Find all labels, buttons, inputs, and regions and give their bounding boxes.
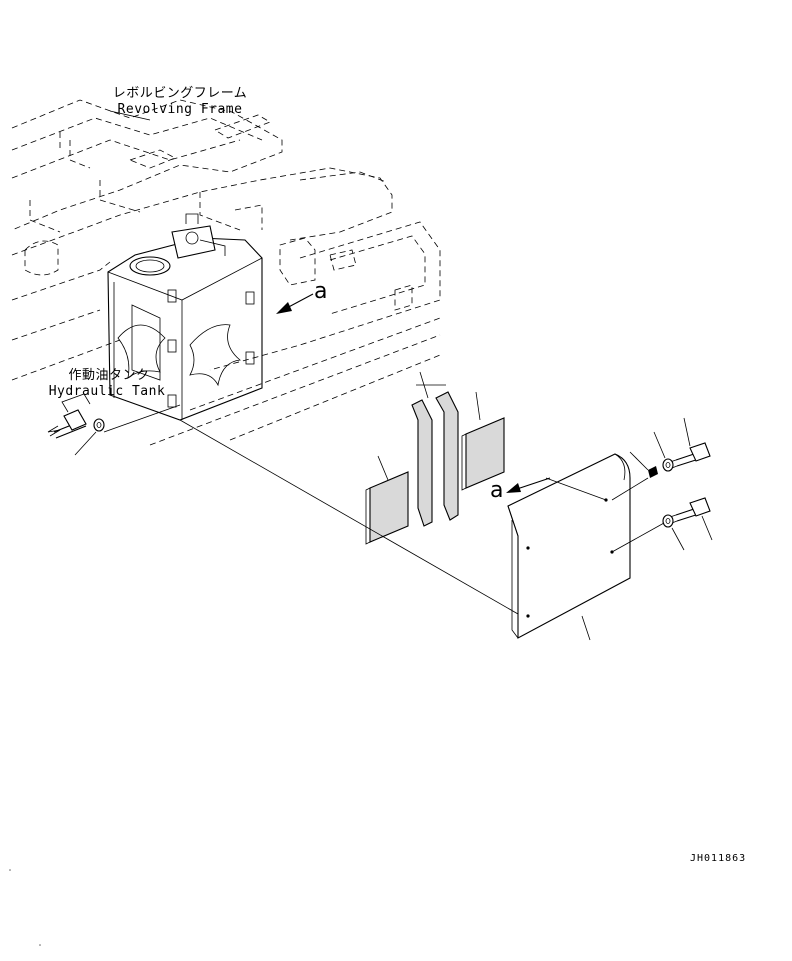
leader-lines xyxy=(47,110,713,641)
drawing-number: JH011863 xyxy=(690,853,747,864)
assembly-lines xyxy=(103,404,665,615)
cover-washer-lower xyxy=(662,514,674,528)
scan-marks xyxy=(9,869,41,946)
cover-bolt-lower xyxy=(669,497,711,524)
pad-right xyxy=(461,417,505,491)
hydraulic-tank xyxy=(107,213,263,421)
tank-washer xyxy=(93,418,105,432)
cover-nut-upper xyxy=(648,466,658,478)
pad-left xyxy=(365,471,409,545)
cover-bolt-upper xyxy=(669,442,711,469)
view-marker-a-frame: a xyxy=(314,279,328,304)
hydraulic-tank-label-jp: 作動油タンク xyxy=(68,368,150,383)
tank-bolt xyxy=(47,393,91,439)
hydraulic-tank-label-en: Hydraulic Tank xyxy=(48,384,166,399)
view-arrow-cover xyxy=(506,477,551,493)
revolving-frame-label-jp: レボルビングフレーム xyxy=(112,86,248,101)
view-arrow-frame xyxy=(276,293,314,314)
strip-left xyxy=(411,399,433,527)
revolving-frame-outline xyxy=(11,99,441,446)
revolving-frame-label-en: Revolving Frame xyxy=(117,102,243,117)
strip-right xyxy=(435,391,459,521)
cover-plate xyxy=(507,453,631,639)
cover-washer-upper xyxy=(662,458,674,472)
view-marker-a-cover: a xyxy=(490,478,504,503)
